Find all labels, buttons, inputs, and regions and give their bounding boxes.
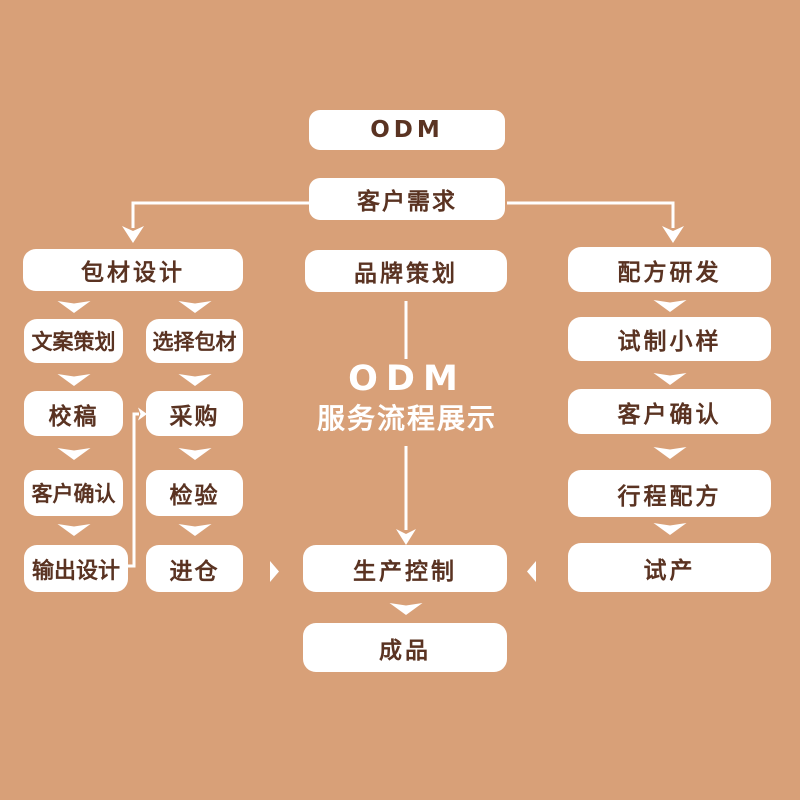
node-warehousing: 进仓 <box>146 545 243 592</box>
node-customer-confirm-left: 客户确认 <box>24 470 123 516</box>
node-copywriting: 文案策划 <box>24 319 123 363</box>
chevron-down-icon <box>653 523 687 535</box>
chevron-down-icon <box>653 447 687 459</box>
node-brand-planning: 品牌策划 <box>305 250 507 292</box>
node-select-packaging: 选择包材 <box>146 319 243 363</box>
connector-customerneeds-to-formula <box>507 201 675 228</box>
triangle-right-icon <box>270 561 279 582</box>
node-odm: ODM <box>309 110 505 150</box>
connector-customerneeds-to-packaging <box>131 201 309 228</box>
chevron-down-icon <box>57 448 91 460</box>
arrowhead-down-icon <box>662 226 684 243</box>
chevron-down-icon <box>57 524 91 536</box>
chevron-down-icon <box>57 301 91 313</box>
node-finished-product: 成品 <box>303 623 507 672</box>
node-form-formula: 行程配方 <box>568 470 771 517</box>
center-title-line2: 服务流程展示 <box>316 402 497 435</box>
center-title: ODM 服务流程展示 <box>257 362 557 433</box>
node-customer-confirm-right: 客户确认 <box>568 389 771 434</box>
chevron-down-icon <box>389 603 423 615</box>
node-trial-sample: 试制小样 <box>568 317 771 361</box>
chevron-down-icon <box>178 448 212 460</box>
chevron-down-icon <box>653 300 687 312</box>
connector-outputdesign-to-purchasing <box>128 412 139 568</box>
node-production-control: 生产控制 <box>303 545 507 592</box>
chevron-down-icon <box>178 301 212 313</box>
node-customer-needs: 客户需求 <box>309 178 505 220</box>
arrowhead-down-icon <box>122 226 144 243</box>
arrowhead-right-icon <box>138 407 147 421</box>
chevron-down-icon <box>178 524 212 536</box>
chevron-down-icon <box>653 373 687 385</box>
node-formula-rd: 配方研发 <box>568 247 771 292</box>
chevron-down-icon <box>178 374 212 386</box>
node-inspection: 检验 <box>146 470 243 516</box>
center-title-line1: ODM <box>348 359 466 399</box>
triangle-left-icon <box>527 561 536 582</box>
node-packaging-design: 包材设计 <box>23 249 243 291</box>
node-proofreading: 校稿 <box>24 391 123 436</box>
node-output-design: 输出设计 <box>24 545 128 592</box>
arrowhead-down-icon <box>396 529 416 545</box>
node-purchasing: 采购 <box>146 391 243 436</box>
node-trial-production: 试产 <box>568 543 771 592</box>
chevron-down-icon <box>57 374 91 386</box>
